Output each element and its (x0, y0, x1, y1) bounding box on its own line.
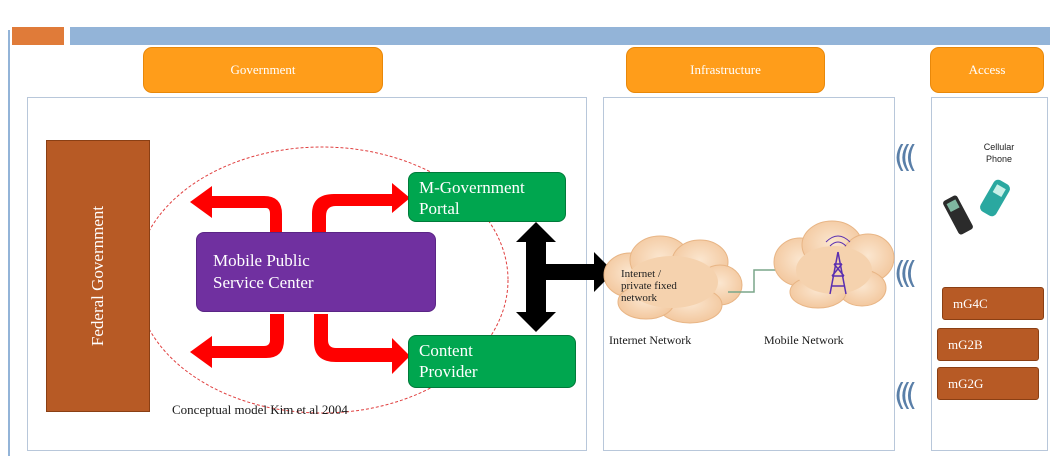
internet-network-label: Internet Network (609, 333, 692, 347)
cellular-phone-label: Cellular Phone (966, 141, 1032, 165)
signal-wave-icon: ((( (894, 378, 917, 413)
model-caption: Conceptual model Kim et al 2004 (172, 402, 348, 417)
portal-line-1: M-Government (419, 178, 525, 197)
cloud-line-3: network (621, 292, 658, 304)
tower-signal-icon (825, 235, 851, 247)
signal-wave-icon: ((( (894, 140, 917, 175)
left-border-line (8, 30, 10, 456)
cloud-line-2: private fixed (621, 280, 677, 292)
signal-wave-icon: ((( (894, 256, 917, 291)
access-item-mg2b: mG2B (937, 328, 1039, 361)
content-line-1: Content (419, 341, 473, 360)
access-header: Access (930, 47, 1044, 93)
red-arrow-top-right (312, 183, 410, 232)
portal-line-2: Portal (419, 199, 460, 218)
cloud-label: Internet / private fixed network (621, 268, 677, 304)
scope-ellipse (135, 146, 509, 414)
infrastructure-header: Infrastructure (626, 47, 825, 93)
federal-government-label: Federal Government (88, 205, 107, 347)
mpsc-line-2: Service Center (213, 273, 314, 292)
mpsc-line-1: Mobile Public (213, 251, 310, 270)
government-header: Government (143, 47, 383, 93)
content-line-2: Provider (419, 362, 478, 381)
access-item-mg2g: mG2G (937, 367, 1039, 400)
red-arrow-bottom-right (314, 314, 410, 374)
cellular-line-1: Cellular (983, 142, 1015, 152)
top-bar (70, 27, 1050, 45)
access-item-mg4c: mG4C (942, 287, 1044, 320)
content-provider: Content Provider (408, 335, 576, 388)
cellular-phone-icon (943, 179, 1010, 235)
black-connector-arrow (516, 222, 614, 332)
mobile-network-label: Mobile Network (764, 333, 844, 347)
red-arrow-top-left (190, 186, 282, 232)
mobile-public-service-center: Mobile Public Service Center (196, 232, 436, 312)
top-bar-accent (12, 27, 64, 45)
network-link-line (728, 269, 780, 293)
federal-government-box: Federal Government (46, 140, 150, 412)
cell-tower-icon (829, 251, 847, 295)
cellular-line-2: Phone (985, 154, 1013, 164)
m-government-portal: M-Government Portal (408, 172, 566, 222)
red-arrow-bottom-left (190, 314, 284, 368)
cloud-line-1: Internet / (621, 268, 662, 280)
